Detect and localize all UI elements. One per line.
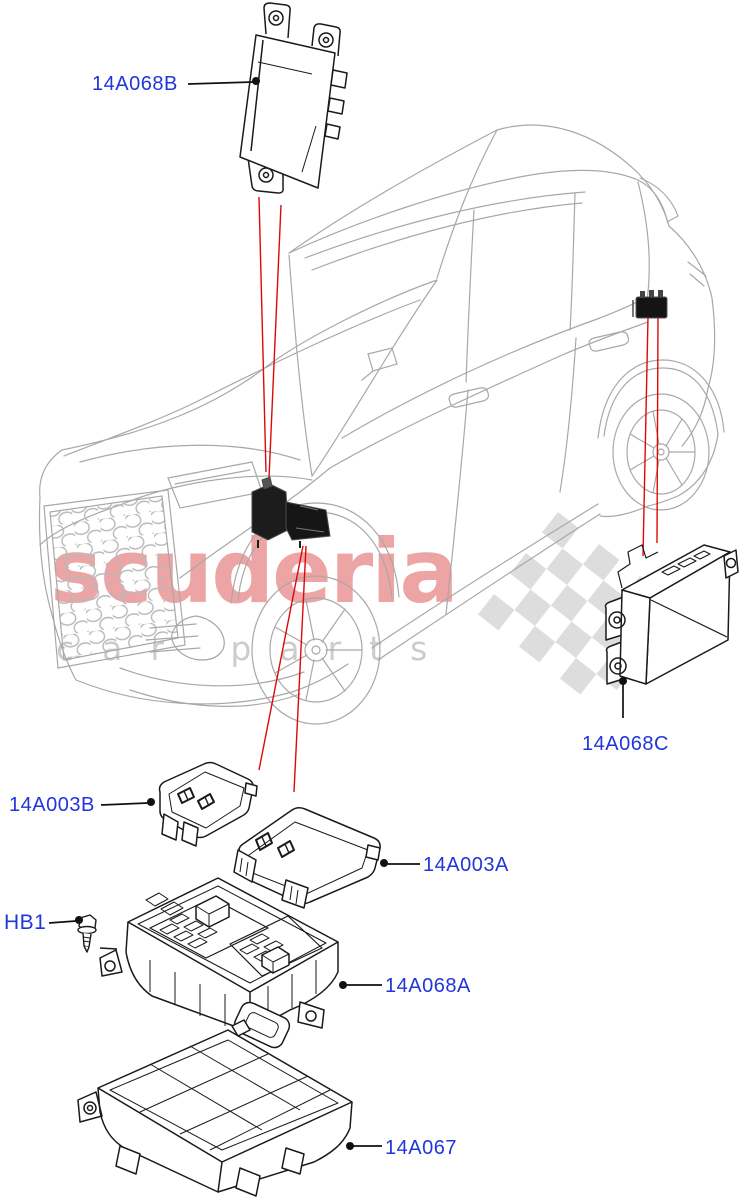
red-locator-lines [258,196,659,793]
bumper-bottom [75,663,349,705]
bumper-lip [119,667,305,687]
rear-arch-outer [597,359,725,439]
bumper-lip-lower [129,689,301,707]
part-label-14A003B[interactable]: 14A003B [9,794,95,816]
glass-lower-edge [341,299,642,439]
leader-lines [48,77,627,1150]
part-drawing-14A068C [604,544,739,685]
locator-covers-1 [258,545,304,771]
rear-wheel [597,359,725,511]
hood-crease-near [79,444,301,463]
locator-14A068B-2 [268,204,282,479]
part-label-14A068A[interactable]: 14A068A [385,975,471,997]
rocker-line-lower [377,513,601,661]
hood-crease [63,299,421,457]
roof-top-edge [496,124,670,227]
part-drawing-HB1-bolt [77,914,97,953]
door-handle-rear [588,331,630,352]
part-label-HB1[interactable]: HB1 [4,911,47,934]
part-label-14A003A[interactable]: 14A003A [423,854,509,876]
part-drawing-14A003A [233,806,381,909]
front-arch-outer [230,502,400,604]
part-drawing-14A068A [99,877,339,1049]
fog-lamp [145,615,225,661]
locator-14A068C-1 [642,316,649,557]
a-pillar-far [436,129,498,279]
rocker-line [371,503,599,649]
rear-bumper [599,433,719,518]
side-mirror [361,347,398,381]
roof-front-edge [288,129,498,254]
roof-rail-inner [311,202,583,271]
rear-spoiler [639,177,679,223]
rear-door-shut [559,337,577,493]
rear-arch-inner [603,367,719,437]
part-label-14A068B[interactable]: 14A068B [92,73,178,95]
nose-front [39,449,63,499]
hood-far-edge [61,279,438,451]
part-label-14A067[interactable]: 14A067 [385,1137,457,1159]
d-pillar [637,181,650,309]
beltline [329,321,649,469]
part-drawing-14A068B [239,2,348,194]
front-door-shut [445,389,469,615]
part-drawing-14A003B [158,761,258,847]
headlight [167,461,263,509]
grille [43,489,186,669]
locator-14A068C-2 [656,316,659,544]
door-handle-front [448,387,490,408]
a-pillar-near [288,254,313,477]
locator-covers-2 [293,545,307,793]
cowl-module-location [251,476,331,548]
cowl-line [311,279,438,477]
locator-14A068B-1 [258,196,267,473]
roof-rail [304,191,586,259]
roof-near-edge [288,169,668,254]
part-label-14A068C[interactable]: 14A068C [582,733,669,755]
taillight [687,261,707,287]
liftgate-edge [668,225,716,389]
rear-module-location [632,290,668,319]
c-pillar [569,192,576,331]
part-drawing-14A067 [77,1019,353,1197]
front-corner [38,497,77,681]
b-pillar [465,209,475,383]
vehicle-outline [38,124,725,725]
rear-corner [681,387,709,447]
